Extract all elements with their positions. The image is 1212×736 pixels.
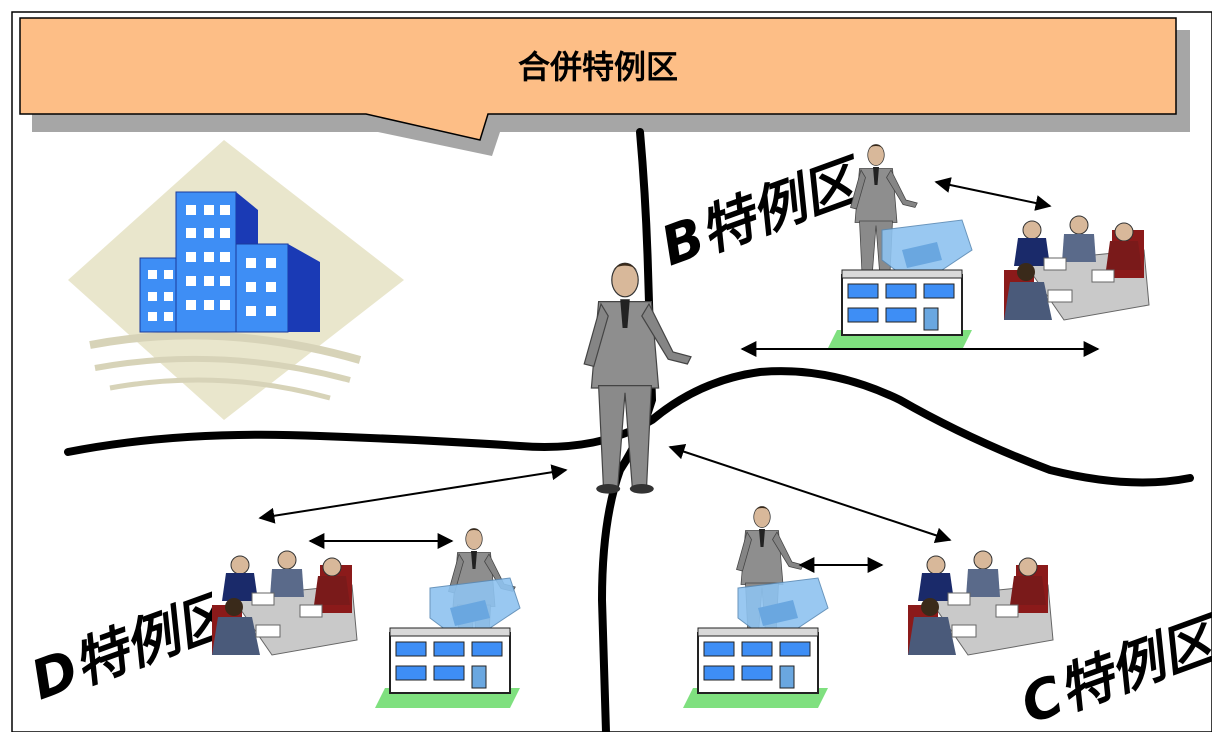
- b-meeting-icon: [1003, 209, 1150, 321]
- central-businessman-icon: [583, 262, 692, 495]
- title-banner: 合併特例区: [19, 17, 1190, 156]
- arrow-b-man-meeting: [934, 177, 1052, 211]
- district-label-b: B特例区: [653, 147, 873, 278]
- d-office-building-icon: [374, 577, 521, 709]
- c-meeting-icon: [907, 544, 1054, 656]
- d-meeting-icon: [211, 544, 358, 656]
- b-office-building-icon: [826, 219, 973, 351]
- c-office-building-icon: [682, 577, 829, 709]
- banner-title: 合併特例区: [518, 48, 678, 86]
- city-buildings-icon: [68, 140, 404, 420]
- arrow-center-d: [258, 464, 568, 524]
- arrow-center-c: [668, 443, 952, 544]
